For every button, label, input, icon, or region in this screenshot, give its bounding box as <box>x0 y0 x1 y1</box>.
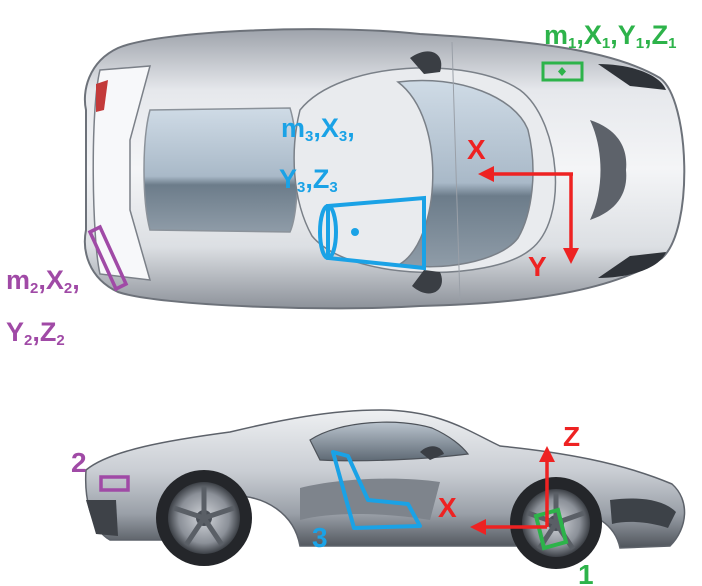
car-top-right-mirror <box>412 270 442 294</box>
axis-x-label-top: X <box>467 134 486 165</box>
axis-x-arrowhead-side <box>470 519 486 535</box>
mass-3-seat-outline <box>318 204 338 260</box>
side-axes <box>470 446 555 535</box>
car-top-left-mirror <box>410 51 442 74</box>
component-label-3: 3 <box>312 522 328 553</box>
car-top-front-intake <box>590 120 627 220</box>
car-side-mirror <box>420 446 444 460</box>
mass-2-label-line1: m2,X2, <box>6 265 80 297</box>
axis-y-arrowhead-top <box>563 248 579 264</box>
component-label-1: 1 <box>578 559 594 586</box>
car-top-windshield <box>396 79 534 268</box>
car-top-taillight <box>96 80 108 112</box>
rear-wheel <box>156 470 252 566</box>
mass-3-label-line2: Y3,Z3 <box>279 164 338 196</box>
car-top-crease <box>451 41 461 301</box>
top-axes <box>478 166 579 264</box>
axis-y-label-top: Y <box>528 251 547 282</box>
mass-3-seat-side <box>331 450 422 530</box>
mass-3-box-top <box>326 195 426 271</box>
mass-3-center-dot <box>351 228 359 236</box>
mass-1-label: m1,X1,Y1,Z1 <box>544 20 676 52</box>
car-top-view <box>83 28 686 310</box>
front-wheel <box>510 477 602 569</box>
car-top-headlight-left <box>598 64 666 90</box>
component-label-2: 2 <box>71 447 87 478</box>
car-side-rear-diffuser <box>86 500 118 536</box>
mass-1-center-marker <box>558 67 566 76</box>
axis-z-arrowhead-side <box>539 446 555 462</box>
car-top-headlight-right <box>598 252 666 278</box>
mass-1-box-side <box>533 507 569 551</box>
mass-2-box-top <box>87 224 129 292</box>
axis-z-label-side: Z <box>563 421 580 452</box>
car-top-rear-window <box>143 107 299 233</box>
axis-x-label-side: X <box>438 492 457 523</box>
axis-x-arrowhead-top <box>478 166 494 182</box>
mass-3-label-line1: m3,X3, <box>281 113 355 145</box>
mass-2-label-line2: Y2,Z2 <box>6 317 65 349</box>
mass-1-box-top <box>541 61 584 82</box>
mass-2-box-side <box>99 475 130 492</box>
car-top-rear-deck <box>92 65 152 281</box>
car-side-front-intake <box>610 498 676 528</box>
